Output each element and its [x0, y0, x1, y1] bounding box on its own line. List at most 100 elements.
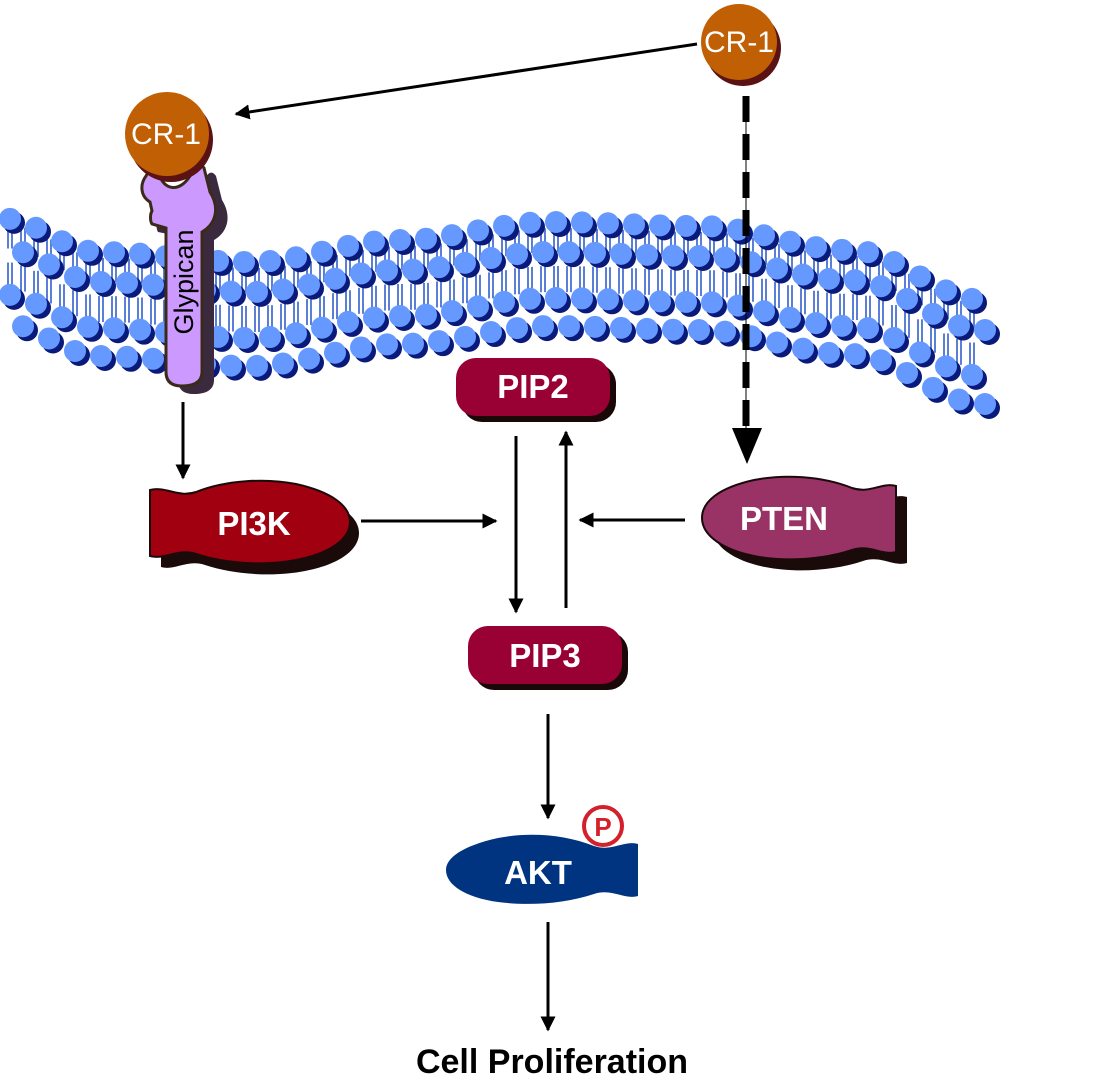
lipid-head: [337, 310, 359, 333]
lipid-head: [441, 300, 463, 323]
lipid-head: [610, 242, 632, 265]
lipid-head: [961, 363, 983, 386]
lipid-head: [246, 280, 268, 303]
glypican-label: Glypican: [169, 229, 199, 334]
lipid-head: [675, 290, 697, 313]
lipid-head: [12, 315, 34, 338]
lipid-head: [519, 211, 541, 234]
lipid-head: [12, 241, 34, 264]
lipid-head: [701, 215, 723, 238]
lipid-head: [688, 318, 710, 341]
lipid-head: [935, 279, 957, 302]
lipid-head: [259, 250, 281, 273]
lipid-head: [974, 393, 996, 415]
lipid-head: [805, 236, 827, 259]
lipid-head: [220, 354, 242, 377]
lipid-head: [688, 244, 710, 267]
lipid-head: [571, 211, 593, 234]
lipid-head: [64, 266, 86, 289]
lipid-head: [675, 214, 697, 237]
lipid-head: [922, 376, 944, 399]
lipid-head: [311, 316, 333, 339]
lipid-head: [38, 327, 60, 350]
lipid-head: [402, 258, 424, 281]
cr1-free-circle: [701, 4, 777, 80]
pip2-node: PIP2: [456, 358, 616, 422]
lipid-head: [506, 317, 528, 340]
lipid-head: [285, 246, 307, 269]
lipid-head: [792, 263, 814, 286]
lipid-head: [532, 241, 554, 264]
cell-membrane: [0, 207, 1000, 419]
phospho-badge: P: [582, 805, 624, 847]
lipid-head: [363, 306, 385, 329]
lipid-head: [480, 321, 502, 344]
lipid-head: [233, 326, 255, 349]
lipid-head: [493, 214, 515, 237]
phospho-label: P: [594, 812, 611, 842]
pten-shape: [700, 475, 897, 561]
lipid-head: [441, 224, 463, 247]
pi3k-node: PI3K: [149, 479, 359, 575]
glypican: Glypican: [140, 163, 228, 394]
lipid-head: [454, 325, 476, 348]
lipid-head: [519, 287, 541, 310]
lipid-head: [90, 345, 112, 368]
lipid-head: [298, 347, 320, 370]
lipid-head: [831, 238, 853, 261]
pip3-node: PIP3: [468, 626, 628, 690]
lipid-head: [701, 291, 723, 314]
lipid-head: [142, 273, 164, 296]
lipid-head: [649, 290, 671, 313]
lipid-head: [77, 315, 99, 338]
lipid-head: [259, 326, 281, 349]
lipid-head: [714, 320, 736, 343]
lipid-head: [792, 337, 814, 360]
lipid-head: [935, 355, 957, 378]
pten-label: PTEN: [740, 500, 828, 537]
lipid-head: [558, 315, 580, 338]
pi3k-label: PI3K: [217, 505, 291, 542]
lipid-head: [467, 219, 489, 242]
lipid-head: [649, 214, 671, 237]
cr1-bound-circle: [125, 92, 209, 176]
cr1-bound-label: CR-1: [131, 118, 201, 151]
lipid-head: [428, 256, 450, 279]
lipid-head: [818, 341, 840, 364]
lipid-head: [389, 305, 411, 327]
lipid-head: [25, 216, 47, 239]
lipid-head: [909, 265, 931, 288]
lipid-head: [818, 267, 840, 290]
lipid-head: [142, 347, 164, 370]
lipid-head: [298, 273, 320, 296]
lipid-head: [961, 287, 983, 310]
pten-node: PTEN: [700, 475, 907, 571]
pip2-label: PIP2: [497, 368, 569, 405]
lipid-head: [545, 211, 567, 234]
lipid-head: [896, 361, 918, 384]
lipid-head: [480, 247, 502, 270]
lipid-head: [51, 230, 73, 253]
lipid-head: [116, 345, 138, 368]
lipid-head: [428, 330, 450, 353]
lipid-head: [272, 352, 294, 375]
lipid-head: [532, 315, 554, 338]
lipid-head: [246, 354, 268, 377]
arrow-cr1-to-bound-cr1: [234, 42, 698, 120]
lipid-head: [805, 312, 827, 335]
lipid-head: [623, 289, 645, 312]
akt-node: AKT P: [446, 805, 638, 904]
lipid-head: [311, 240, 333, 263]
lipid-head: [376, 333, 398, 356]
lipid-head: [753, 300, 775, 323]
akt-shape: [446, 834, 638, 904]
lipid-head: [870, 349, 892, 372]
lipid-head: [883, 250, 905, 273]
lipid-head: [103, 317, 125, 340]
lipid-head: [662, 318, 684, 341]
lipid-head: [233, 250, 255, 273]
akt-label: AKT: [504, 854, 572, 891]
lipid-head: [753, 224, 775, 247]
lipid-head: [584, 315, 606, 338]
